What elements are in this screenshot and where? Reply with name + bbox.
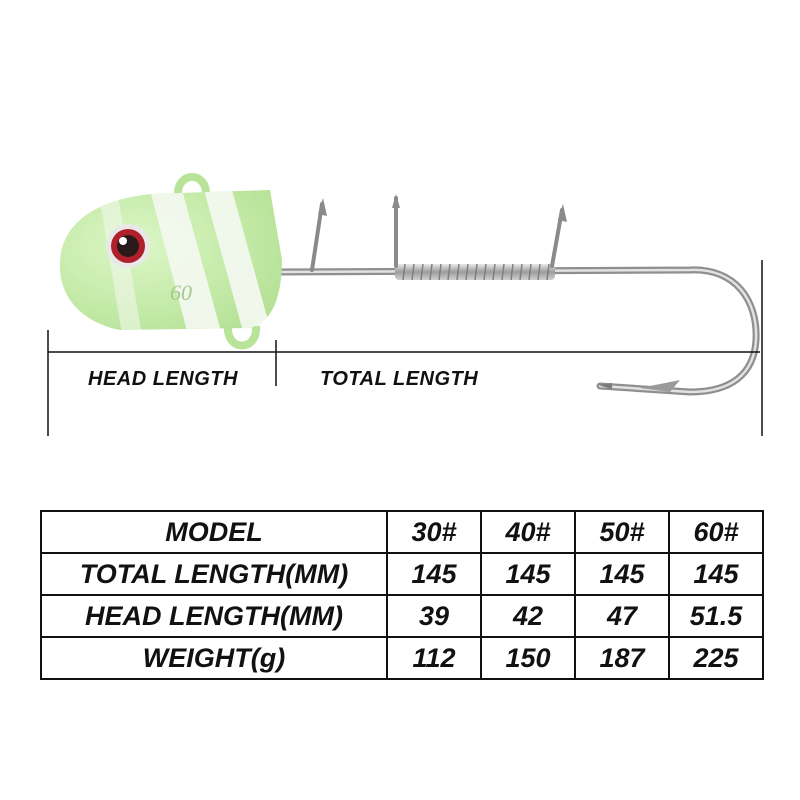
table-header-row: MODEL 30# 40# 50# 60# bbox=[40, 510, 764, 554]
table-cell: 145 bbox=[386, 552, 482, 596]
header-cell-30: 30# bbox=[386, 510, 482, 554]
table-cell: 42 bbox=[480, 594, 576, 638]
table-cell: 150 bbox=[480, 636, 576, 680]
row-label: WEIGHT(g) bbox=[40, 636, 388, 680]
table-row-total-length: TOTAL LENGTH(MM) 145 145 145 145 bbox=[40, 552, 764, 596]
head-marking: 60 bbox=[170, 280, 192, 305]
table-cell: 47 bbox=[574, 594, 670, 638]
jig-head-illustration: 60 bbox=[47, 173, 763, 436]
table-cell: 145 bbox=[668, 552, 764, 596]
table-row-weight: WEIGHT(g) 112 150 187 225 bbox=[40, 636, 764, 680]
row-label: TOTAL LENGTH(MM) bbox=[40, 552, 388, 596]
table-cell: 39 bbox=[386, 594, 482, 638]
dimension-guides bbox=[47, 260, 763, 436]
eye-icon bbox=[106, 224, 150, 268]
spec-table: MODEL 30# 40# 50# 60# TOTAL LENGTH(MM) 1… bbox=[40, 510, 764, 680]
header-cell-40: 40# bbox=[480, 510, 576, 554]
jig-head: 60 bbox=[59, 173, 283, 350]
table-cell: 145 bbox=[574, 552, 670, 596]
head-length-label: HEAD LENGTH bbox=[88, 368, 238, 390]
header-cell-60: 60# bbox=[668, 510, 764, 554]
table-row-head-length: HEAD LENGTH(MM) 39 42 47 51.5 bbox=[40, 594, 764, 638]
header-cell-model: MODEL bbox=[40, 510, 388, 554]
header-cell-50: 50# bbox=[574, 510, 670, 554]
table-cell: 51.5 bbox=[668, 594, 764, 638]
table-cell: 225 bbox=[668, 636, 764, 680]
table-cell: 145 bbox=[480, 552, 576, 596]
total-length-label: TOTAL LENGTH bbox=[320, 368, 479, 390]
hook bbox=[272, 194, 760, 396]
table-cell: 112 bbox=[386, 636, 482, 680]
table-cell: 187 bbox=[574, 636, 670, 680]
row-label: HEAD LENGTH(MM) bbox=[40, 594, 388, 638]
